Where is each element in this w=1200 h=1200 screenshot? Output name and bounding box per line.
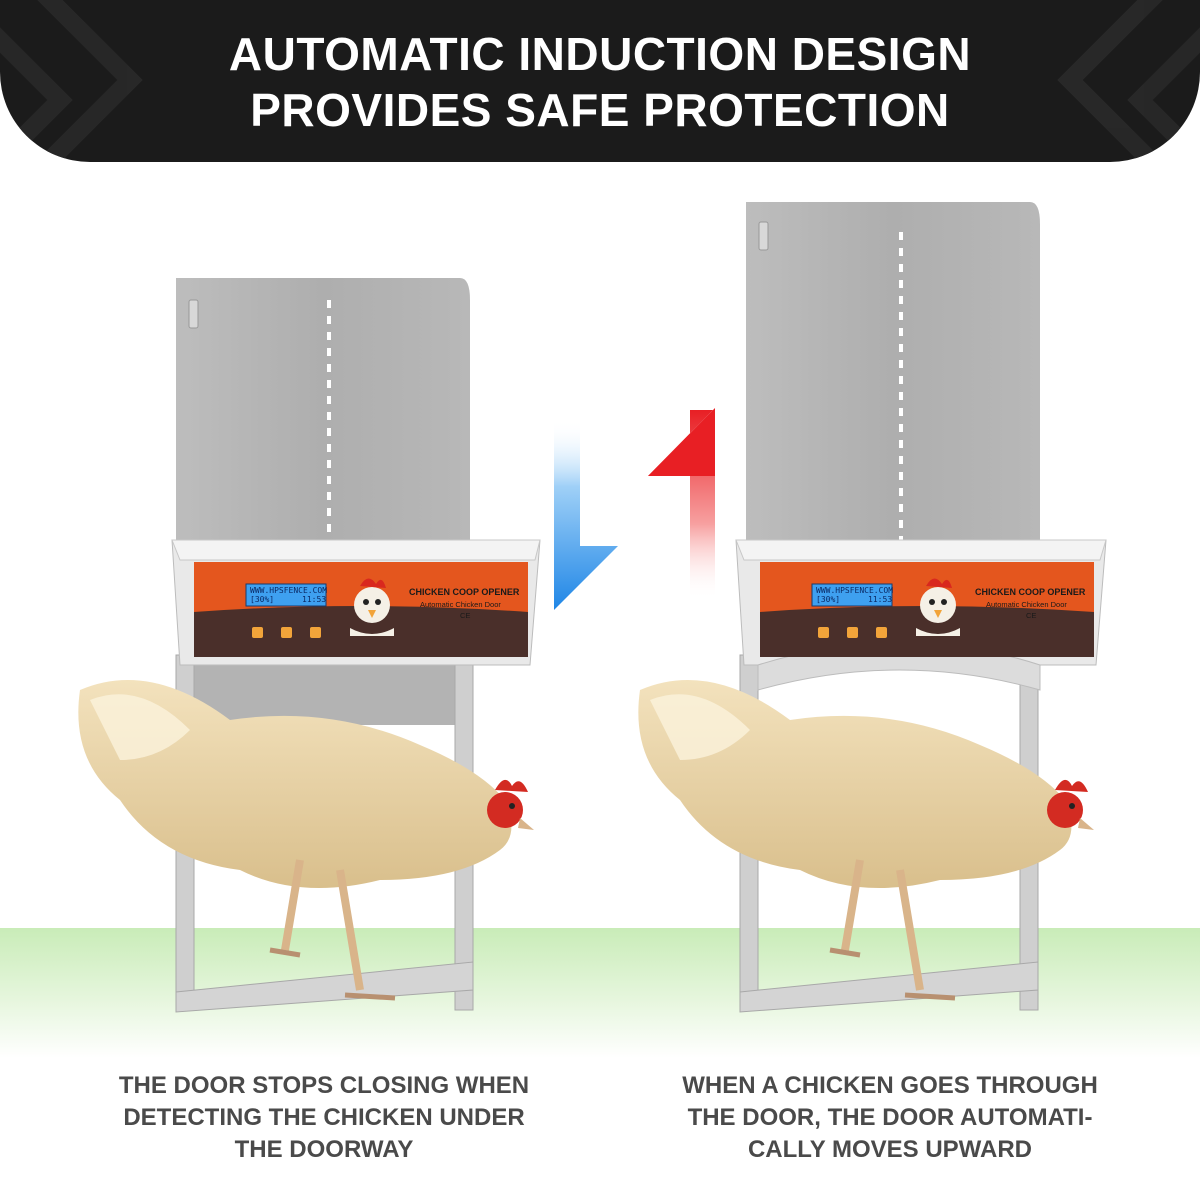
right-door-slot: [758, 221, 769, 251]
left-lcd-line2-right: 11:53: [302, 595, 326, 604]
right-caption-line-3: CALLY MOVES UPWARD: [747, 1136, 1033, 1163]
right-button-1[interactable]: [818, 627, 829, 638]
left-rooster-mascot-icon: [350, 578, 394, 636]
down-arrow-icon: [554, 420, 618, 610]
right-door-unit: WWW.HPSFENCE.COM [30%] 11:53 CHICKEN COO…: [735, 202, 1107, 1013]
header-banner: AUTOMATIC INDUCTION DESIGN PROVIDES SAFE…: [0, 0, 1200, 162]
chevron-pattern: [0, 0, 1200, 162]
right-button-2[interactable]: [847, 627, 858, 638]
left-chicken: [78, 680, 534, 1001]
right-lcd-line2-right: 11:53: [868, 595, 892, 604]
left-panel-title: CHICKEN COOP OPENER: [409, 587, 520, 597]
title-line-2: PROVIDES SAFE PROTECTION: [250, 84, 950, 136]
right-panel-title: CHICKEN COOP OPENER: [975, 587, 1086, 597]
left-housing-top: [171, 539, 541, 561]
up-arrow-icon: [648, 408, 715, 600]
right-chicken: [638, 680, 1094, 1001]
right-lcd-screen: [811, 583, 893, 607]
right-lcd-line1: WWW.HPSFENCE.COM: [816, 586, 893, 595]
right-button-3[interactable]: [876, 627, 887, 638]
right-frame-bottom: [739, 961, 1039, 1013]
title-line-1: AUTOMATIC INDUCTION DESIGN: [228, 28, 972, 80]
left-button-1[interactable]: [252, 627, 263, 638]
left-button-2[interactable]: [281, 627, 292, 638]
left-caption-line-2: DETECTING THE CHICKEN UNDER: [123, 1104, 525, 1131]
left-panel-dark: [194, 606, 528, 657]
right-lcd-line2-left: [30%]: [816, 595, 840, 604]
right-rooster-mascot-icon: [916, 578, 960, 636]
left-button-3[interactable]: [310, 627, 321, 638]
right-caption-line-2: THE DOOR, THE DOOR AUTOMATI-: [687, 1104, 1093, 1131]
right-caption-line-1: WHEN A CHICKEN GOES THROUGH: [682, 1072, 1098, 1099]
right-panel-subtitle: Automatic Chicken Door: [986, 600, 1067, 609]
left-door-slot: [188, 299, 199, 329]
left-frame-bottom: [175, 961, 474, 1013]
left-panel-subtitle: Automatic Chicken Door: [420, 600, 501, 609]
left-ce-mark: CE: [460, 611, 470, 620]
right-caption: WHEN A CHICKEN GOES THROUGH THE DOOR, TH…: [630, 1070, 1150, 1166]
page-title: AUTOMATIC INDUCTION DESIGN PROVIDES SAFE…: [0, 26, 1200, 138]
right-door-panel: [746, 202, 1040, 560]
right-ce-mark: CE: [1026, 611, 1036, 620]
left-caption: THE DOOR STOPS CLOSING WHEN DETECTING TH…: [64, 1070, 584, 1166]
left-door-unit: WWW.HPSFENCE.COM [30%] 11:53 CHICKEN COO…: [171, 278, 541, 1013]
left-lcd-screen: [245, 583, 327, 607]
left-caption-line-3: THE DOORWAY: [234, 1136, 414, 1163]
left-lcd-line1: WWW.HPSFENCE.COM: [250, 586, 327, 595]
left-door-panel: [176, 278, 470, 560]
right-panel-dark: [760, 606, 1094, 657]
left-caption-line-1: THE DOOR STOPS CLOSING WHEN: [118, 1072, 530, 1099]
left-lcd-line2-left: [30%]: [250, 595, 274, 604]
left-door-lower: [180, 655, 465, 725]
right-housing-top: [735, 539, 1107, 561]
